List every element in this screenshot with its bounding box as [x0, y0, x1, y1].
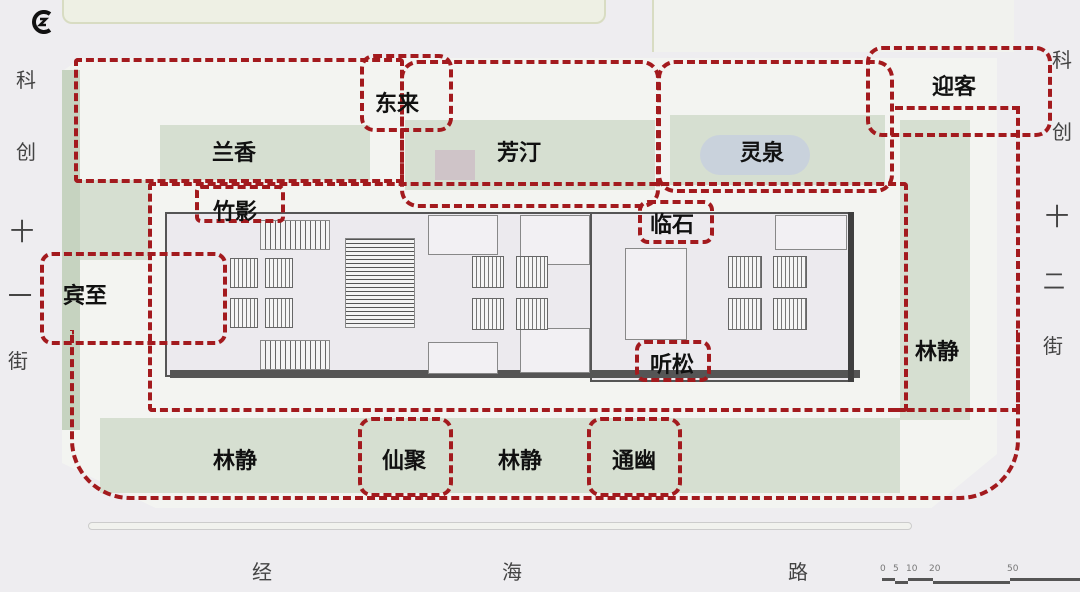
- zone-outline-binzhi: [40, 252, 227, 345]
- zone-label-zhuying: 竹影: [213, 200, 258, 225]
- zone-outline-zhuying: [195, 185, 285, 223]
- scale-tick: 10: [906, 564, 918, 574]
- zone-outline-lingquan: [657, 60, 894, 193]
- road-label-bottom-char: 海: [502, 560, 522, 584]
- green-west: [80, 180, 150, 260]
- auditorium: [345, 238, 415, 328]
- zone-label-yingke: 迎客: [932, 75, 977, 100]
- core: [265, 298, 293, 328]
- neighbour-parcel: [62, 0, 606, 24]
- scale-bar: 0 5 10 20 50: [880, 564, 1080, 588]
- zone-label-tongyou: 通幽: [612, 449, 657, 474]
- road-label-left-char: 科: [16, 68, 36, 92]
- zone-outline-xianju: [358, 417, 453, 497]
- core: [516, 298, 548, 330]
- core: [773, 256, 807, 288]
- zone-outline-donglai: [360, 54, 453, 132]
- building-east-wall: [848, 212, 854, 382]
- scale-tick: 5: [893, 564, 899, 574]
- scale-tick: 0: [880, 564, 886, 574]
- zone-label-lingquan: 灵泉: [740, 141, 785, 166]
- core: [472, 256, 504, 288]
- room: [775, 215, 847, 250]
- zone-label-linjing-southwest: 林静: [213, 449, 258, 474]
- zone-label-binzhi: 宾至: [63, 284, 108, 309]
- core: [728, 298, 762, 330]
- green-south: [100, 418, 900, 493]
- core: [773, 298, 807, 330]
- scale-tick: 50: [1007, 564, 1019, 574]
- road-label-bottom-char: 路: [788, 560, 808, 584]
- lobby: [625, 248, 687, 340]
- core: [728, 256, 762, 288]
- zone-outline-yingke: [866, 46, 1052, 137]
- room: [260, 340, 330, 370]
- zone-outline-tongyou: [587, 417, 682, 497]
- zone-label-tingsong: 听松: [650, 353, 695, 378]
- zone-outline-linshi: [638, 200, 714, 244]
- road-label-left-char: 十: [10, 218, 34, 246]
- green-east: [900, 120, 970, 420]
- green-north-left: [160, 125, 370, 180]
- road-label-left-char: 街: [8, 349, 28, 373]
- road-label-left-char: 一: [8, 282, 32, 310]
- road-label-bottom-char: 经: [252, 560, 272, 584]
- road-edge: [88, 522, 912, 530]
- north-arrow-icon: [28, 8, 56, 36]
- zone-outline-east: [895, 106, 1020, 412]
- zone-label-lanxiang: 兰香: [212, 141, 257, 166]
- zone-label-linshi: 临石: [650, 213, 695, 238]
- neighbour-parcel-right: [652, 0, 1014, 52]
- zone-label-xianju: 仙聚: [382, 449, 427, 474]
- core: [230, 258, 258, 288]
- road-label-right-char: 街: [1043, 334, 1063, 358]
- scale-tick: 20: [929, 564, 941, 574]
- core: [516, 256, 548, 288]
- room: [260, 220, 330, 250]
- zone-label-linjing-south: 林静: [498, 449, 543, 474]
- zone-outline-tingsong: [635, 340, 711, 382]
- road-label-left-char: 创: [16, 140, 36, 164]
- zone-label-fangting: 芳汀: [497, 141, 542, 166]
- core: [472, 298, 504, 330]
- plaza-paving: [435, 150, 475, 180]
- road-label-right-char: 科: [1052, 48, 1072, 72]
- pond: [700, 135, 810, 175]
- zone-label-linjing-east: 林静: [915, 340, 960, 365]
- core: [265, 258, 293, 288]
- building-south-wall: [170, 370, 860, 378]
- zone-outline-south: [70, 330, 1020, 500]
- road-label-right-char: 创: [1052, 120, 1072, 144]
- zone-label-donglai: 东来: [375, 92, 420, 117]
- room: [428, 342, 498, 374]
- room: [428, 215, 498, 255]
- road-label-right-char: 十: [1045, 203, 1069, 231]
- zone-outline-building: [148, 182, 908, 412]
- road-label-right-char: 二: [1043, 270, 1066, 295]
- room: [520, 328, 590, 373]
- core: [230, 298, 258, 328]
